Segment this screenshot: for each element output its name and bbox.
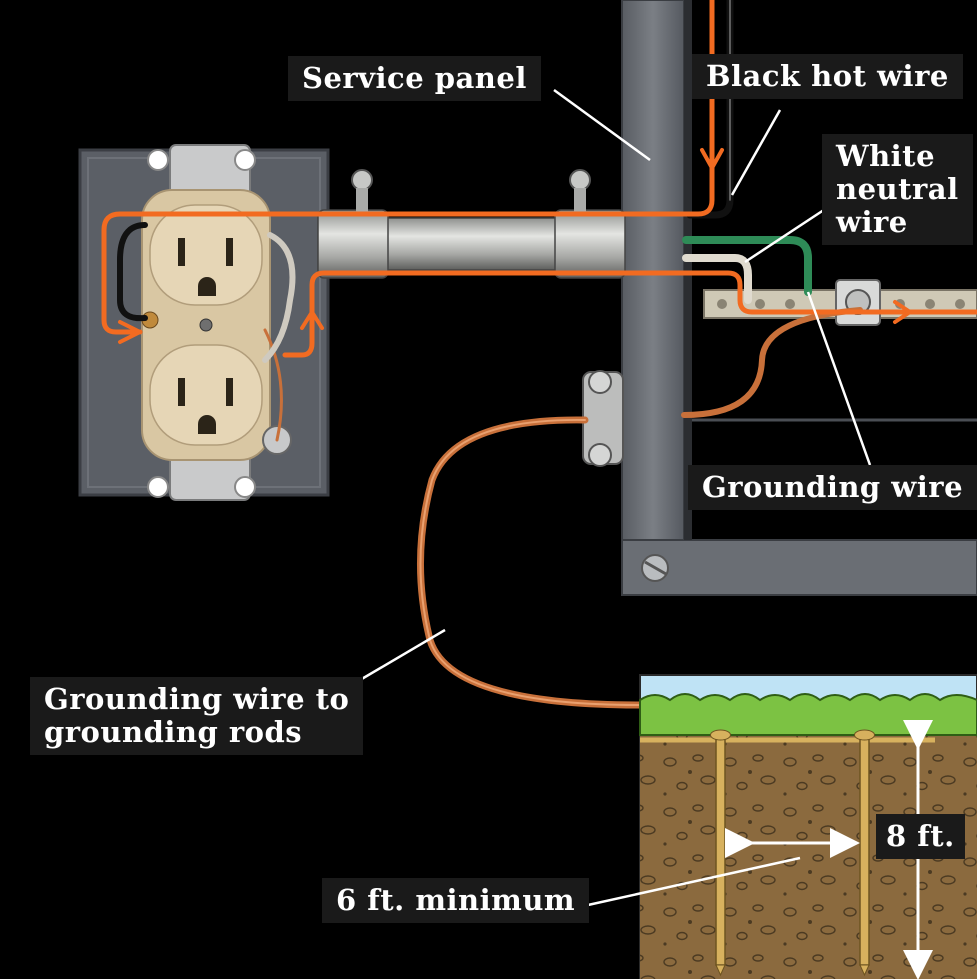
label-text: 6 ft. minimum [336, 883, 576, 917]
current-path [101, 0, 977, 358]
duplex-receptacle [141, 144, 292, 501]
label-text: 8 ft. [886, 819, 955, 853]
conduit-set-screw [569, 169, 591, 191]
service-panel [621, 0, 977, 596]
label-grounding-wire: Grounding wire [688, 465, 977, 510]
ground-clamp [582, 370, 624, 467]
label-text: Black hot wire [706, 59, 949, 93]
leader-lines [359, 88, 872, 907]
label-black-hot-wire: Black hot wire [692, 54, 963, 99]
neutral-path-line [282, 270, 977, 358]
grounding-rod-2 [854, 729, 875, 977]
label-line: wire [836, 205, 908, 239]
grass-line [639, 693, 977, 736]
label-line: Grounding wire to [44, 682, 350, 716]
copper-ground-bus-wire [681, 307, 863, 418]
conduit [317, 169, 626, 279]
label-line: White [836, 139, 936, 173]
label-rod-spacing: 6 ft. minimum [322, 878, 590, 923]
label-grounding-wire-to-rods: Grounding wire to grounding rods [30, 677, 364, 755]
green-ground-wire [682, 236, 812, 296]
label-line: neutral [836, 172, 959, 206]
hot-path-line [101, 0, 715, 335]
white-neutral-wire [682, 254, 752, 304]
label-rod-depth: 8 ft. [876, 814, 965, 859]
wires [117, 0, 863, 709]
label-text: Grounding wire [702, 470, 964, 504]
label-white-neutral-wire: White neutral wire [822, 134, 973, 245]
conduit-set-screw [351, 169, 373, 191]
label-text: Service panel [302, 61, 527, 95]
label-line: grounding rods [44, 715, 303, 749]
label-service-panel: Service panel [288, 56, 541, 101]
